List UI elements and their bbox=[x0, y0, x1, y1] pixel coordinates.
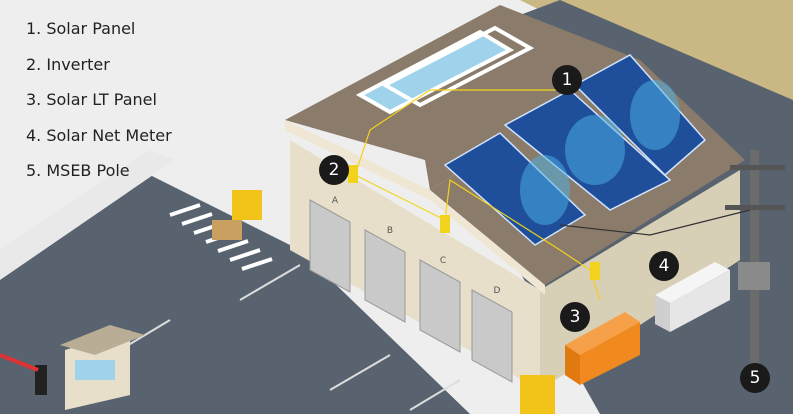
svg-text:3: 3 bbox=[570, 307, 581, 327]
sidewalk bbox=[0, 150, 175, 280]
door-label-c: C bbox=[440, 256, 446, 266]
forklift bbox=[212, 190, 262, 240]
solar-net-meter bbox=[655, 262, 730, 332]
roof-left bbox=[285, 5, 640, 190]
mseb-pole bbox=[725, 150, 785, 380]
roof-edge bbox=[285, 120, 545, 295]
panel-highlights bbox=[520, 80, 680, 225]
legend-item-solar-net-meter: 4. Solar Net Meter bbox=[26, 125, 172, 145]
loading-doors bbox=[309, 199, 513, 383]
svg-text:5: 5 bbox=[750, 368, 761, 388]
inverter bbox=[348, 165, 358, 183]
power-cable bbox=[559, 209, 751, 236]
guard-booth bbox=[0, 325, 145, 410]
marker-mseb-pole: 5 bbox=[740, 363, 770, 393]
inverter bbox=[590, 262, 600, 280]
marker-solar-panel: 1 bbox=[552, 65, 582, 95]
svg-text:2: 2 bbox=[329, 160, 340, 180]
svg-text:1: 1 bbox=[562, 70, 573, 90]
marker-solar-lt-panel: 3 bbox=[560, 302, 590, 332]
door-label-a: A bbox=[332, 196, 339, 206]
legend-item-solar-lt-panel: 3. Solar LT Panel bbox=[26, 90, 157, 109]
legend-item-inverter: 2. Inverter bbox=[26, 54, 110, 74]
skylights bbox=[355, 25, 535, 115]
solar-lt-panel bbox=[565, 312, 640, 385]
forklift bbox=[520, 375, 555, 414]
door-label-b: B bbox=[387, 226, 393, 236]
marker-inverter: 2 bbox=[319, 155, 349, 185]
marker-solar-net-meter: 4 bbox=[649, 251, 679, 281]
inverter bbox=[440, 215, 450, 233]
legend-item-solar-panel: 1. Solar Panel bbox=[26, 19, 136, 38]
svg-text:4: 4 bbox=[659, 256, 670, 276]
door-label-d: D bbox=[494, 286, 501, 296]
legend-item-mseb-pole: 5. MSEB Pole bbox=[26, 161, 130, 180]
crosswalk bbox=[169, 203, 273, 271]
legend: 1. Solar Panel 2. Inverter 3. Solar LT P… bbox=[26, 18, 172, 196]
